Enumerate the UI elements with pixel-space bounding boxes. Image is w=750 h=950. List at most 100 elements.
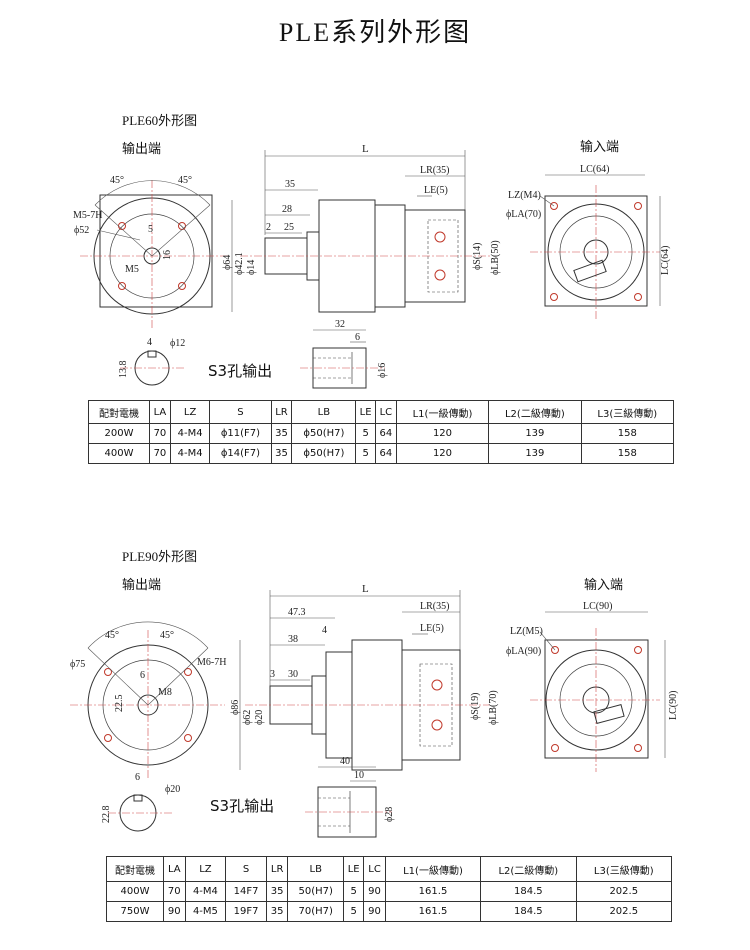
ple90-angle-leader [87, 647, 149, 706]
table-header-row: 配對電機 LA LZ S LR LB LE LC L1(一級傳動) L2(二級傳… [106, 856, 673, 882]
ple90-dim-40: 40 [340, 756, 350, 767]
ple90-input-hole [551, 744, 559, 752]
ple90-key-dim-6: 6 [135, 772, 140, 783]
ple60-angle-leader [94, 204, 153, 257]
table-header-cell: L2(二級傳動) [480, 856, 577, 882]
ple60-angle-leader [151, 204, 211, 257]
ple60-phi52-label: ϕ52 [74, 225, 89, 236]
ple60-dim-LZ: LZ(M4) [508, 190, 541, 201]
ple60-dim-LC: LC(64) [580, 164, 609, 175]
ple60-dim-2: 2 [266, 222, 271, 233]
table-cell: 50(H7) [287, 881, 345, 902]
ple90-spec-table: 配對電機 LA LZ S LR LB LE LC L1(一級傳動) L2(二級傳… [106, 856, 673, 922]
ple90-dim-LC: LC(90) [583, 601, 612, 612]
ple60-s3-label: S3孔输出 [208, 362, 273, 380]
ple60-dim-35: 35 [285, 179, 295, 190]
ple60-input-hole [634, 202, 642, 210]
ple60-output-label: 输出端 [122, 142, 162, 157]
table-cell: 35 [265, 881, 289, 902]
ple90-clamp-screw [431, 679, 443, 691]
ple90-s3-label: S3孔输出 [210, 797, 275, 815]
table-cell: 90 [363, 901, 386, 922]
ple60-key-dim-4: 4 [147, 337, 152, 348]
table-cell: 4-M4 [184, 881, 227, 902]
ple60-key-dim-138: 13.8 [118, 361, 129, 379]
table-cell: 139 [488, 443, 582, 464]
ple90-dim-L: L [362, 583, 369, 595]
ple60-dim-phi42: ϕ42.1 [234, 252, 245, 275]
ple90-dim-4: 4 [322, 625, 327, 636]
table-header-cell: LC [363, 856, 386, 882]
table-header-cell: S [225, 856, 267, 882]
ple60-input-hole [550, 293, 558, 301]
ple60-key-height: 16 [162, 250, 173, 260]
table-cell: 400W [88, 443, 150, 464]
table-cell: 184.5 [480, 901, 577, 922]
ple90-dim-473: 47.3 [288, 607, 306, 618]
table-cell: 750W [106, 901, 164, 922]
ple90-key-6: 6 [140, 670, 145, 681]
ple90-dim-10: 10 [354, 770, 364, 781]
ple60-key-width: 5 [148, 224, 153, 235]
ple90-dim-phiLA: ϕLA(90) [506, 646, 541, 657]
ple60-bolt-hole [118, 282, 126, 290]
table-cell: 70 [163, 881, 186, 902]
table-cell: 184.5 [480, 881, 577, 902]
ple60-m5-label: M5 [125, 264, 139, 275]
page-title: PLE系列外形图 [278, 18, 472, 47]
ple60-dim-phiLA: ϕLA(70) [506, 209, 541, 220]
ple60-input-hole [634, 293, 642, 301]
table-cell: 4-M4 [169, 443, 211, 464]
ple90-bolt-hole [104, 734, 112, 742]
ple90-m8-label: M8 [158, 687, 172, 698]
table-header-cell: L1(一級傳動) [384, 856, 482, 882]
table-header-cell: L3(三級傳動) [575, 856, 673, 882]
ple60-angle-right: 45° [178, 175, 192, 186]
ple90-angle-right: 45° [160, 630, 174, 641]
ple90-key-dim-228: 22.8 [101, 806, 112, 824]
table-header-cell: LE [343, 856, 365, 882]
ple60-key-dim-phi12: ϕ12 [170, 338, 185, 349]
table-cell: 5 [343, 881, 365, 902]
table-header-cell: LA [163, 856, 186, 882]
table-header-cell: L3(三級傳動) [580, 400, 675, 424]
ple90-dim-LZ: LZ(M5) [510, 626, 543, 637]
ple60-leader [539, 195, 555, 207]
ple90-bolt-hole [184, 668, 192, 676]
ple90-thread-label: M6-7H [197, 657, 226, 668]
table-header-cell: LB [287, 856, 345, 882]
table-row: 400W 70 4-M4 ϕ14(F7) 35 ϕ50(H7) 5 64 120… [88, 443, 675, 464]
ple90-dim-phi62: ϕ62 [242, 710, 253, 725]
ple90-keyway [133, 794, 143, 802]
ple90-dim-phi86: ϕ86 [230, 700, 241, 715]
ple90-angle-arc [87, 621, 209, 649]
ple90-dim-38: 38 [288, 634, 298, 645]
ple60-dim-LR: LR(35) [420, 165, 449, 176]
table-header-cell: LR [265, 856, 289, 882]
ple60-angle-left: 45° [110, 175, 124, 186]
ple60-input-key [573, 259, 607, 283]
ple60-clamp-screw [434, 269, 446, 281]
ple90-dim-LR: LR(35) [420, 601, 449, 612]
ple90-dim-phiLB: ϕLB(70) [488, 690, 499, 725]
ple90-dim-30: 30 [288, 669, 298, 680]
ple60-thread-label: M5-7H [73, 210, 102, 221]
ple90-bolt-hole [104, 668, 112, 676]
ple60-dim-28: 28 [282, 204, 292, 215]
ple90-dim-phiS: ϕS(19) [470, 693, 481, 721]
table-cell: 161.5 [384, 901, 482, 922]
ple90-input-square [544, 639, 649, 759]
ple60-spec-table: 配對電機 LA LZ S LR LB LE LC L1(一級傳動) L2(二級傳… [88, 400, 675, 464]
ple90-bolt-hole [184, 734, 192, 742]
ple60-keyway [147, 350, 157, 358]
table-row: 750W 90 4-M5 19F7 35 70(H7) 5 90 161.5 1… [106, 901, 673, 922]
table-header-cell: 配對電機 [106, 856, 164, 882]
ple60-dim-6: 6 [355, 332, 360, 343]
ple90-angle-left: 45° [105, 630, 119, 641]
ple60-leader [96, 229, 141, 241]
ple90-output-label: 输出端 [122, 578, 162, 593]
